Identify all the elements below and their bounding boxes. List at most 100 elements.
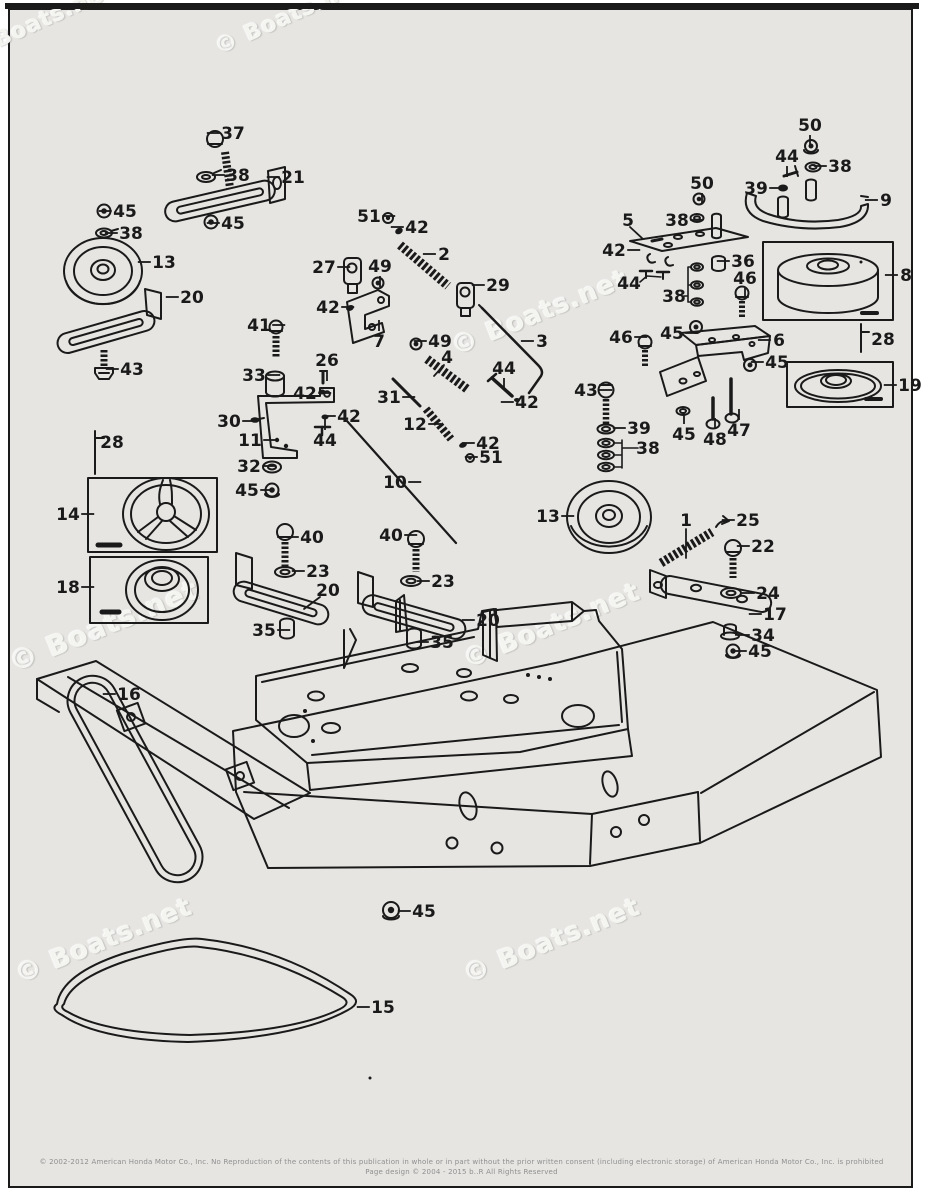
nut-50-a	[803, 139, 819, 155]
callout-38: 38	[828, 157, 852, 177]
callout-38: 38	[636, 439, 660, 459]
rod-31	[391, 377, 422, 408]
collar-35-right	[406, 627, 422, 650]
bushing-33	[265, 370, 285, 398]
callout-10: 10	[383, 473, 407, 493]
belt-keeper-9	[744, 178, 870, 230]
copyright-line-1: © 2002-2012 American Honda Motor Co., In…	[39, 1158, 884, 1166]
clips-42	[646, 253, 674, 267]
callout-48: 48	[703, 430, 727, 450]
washer-39-b	[596, 423, 616, 435]
callout-49: 49	[428, 332, 452, 352]
callout-39: 39	[744, 179, 768, 199]
joint-27	[343, 257, 362, 294]
callout-30: 30	[217, 412, 241, 432]
pin-42-a	[395, 227, 403, 235]
callout-44: 44	[313, 431, 337, 451]
rod-3	[478, 304, 544, 395]
nut-49-a	[371, 276, 385, 290]
callout-50: 50	[798, 116, 822, 136]
callout-45: 45	[412, 902, 436, 922]
callout-42: 42	[515, 393, 539, 413]
nut-51-b	[465, 453, 475, 463]
callout-21: 21	[281, 168, 305, 188]
washer-32	[262, 460, 282, 474]
copyright-footer: © 2002-2012 American Honda Motor Co., In…	[10, 1157, 913, 1177]
callout-13: 13	[152, 253, 176, 273]
callout-45: 45	[660, 324, 684, 344]
callout-34: 34	[751, 626, 775, 646]
bolt-37	[206, 130, 234, 189]
callout-38: 38	[226, 166, 250, 186]
callout-36: 36	[731, 252, 755, 272]
callout-45: 45	[748, 642, 772, 662]
callout-7: 7	[373, 332, 385, 352]
callout-42: 42	[337, 407, 361, 427]
callout-24: 24	[756, 584, 780, 604]
bolt-40-left	[276, 523, 294, 567]
callout-44: 44	[775, 147, 799, 167]
callout-51: 51	[357, 207, 381, 227]
plate-5	[629, 212, 749, 252]
bolt-47	[724, 377, 740, 424]
washer-stack-38-e	[597, 437, 639, 473]
bolt-48	[705, 396, 721, 430]
callout-45: 45	[672, 425, 696, 445]
callout-35: 35	[252, 621, 276, 641]
ref-tick-28-left	[94, 430, 105, 475]
pins-44-d	[638, 269, 671, 283]
speck	[368, 1076, 372, 1080]
joint-29	[456, 282, 475, 317]
bracket-20-topleft	[56, 288, 162, 355]
callout-20: 20	[316, 581, 340, 601]
callout-44: 44	[492, 359, 516, 379]
bolt-40-right	[407, 530, 425, 572]
pin-39-a	[778, 184, 788, 192]
nut-45-a	[203, 214, 219, 230]
belt-16	[66, 674, 204, 884]
callout-35: 35	[430, 633, 454, 653]
callout-42: 42	[293, 384, 317, 404]
pulley-13-right	[566, 480, 652, 554]
hook-25	[715, 515, 730, 528]
washer-38-b	[804, 161, 822, 173]
nut-45-e	[743, 358, 757, 372]
callout-41: 41	[247, 316, 271, 336]
callout-49: 49	[368, 257, 392, 277]
callout-20: 20	[180, 288, 204, 308]
pulley-box-19	[786, 361, 894, 408]
callout-20: 20	[476, 611, 500, 631]
callout-23: 23	[306, 562, 330, 582]
bolt-43-left	[94, 350, 114, 380]
collar-35-left	[279, 617, 295, 640]
callout-31: 31	[377, 388, 401, 408]
callout-46: 46	[609, 328, 633, 348]
callout-43: 43	[574, 381, 598, 401]
washer-45-f	[675, 406, 691, 416]
callout-45: 45	[765, 353, 789, 373]
callout-47: 47	[727, 421, 751, 441]
callout-11: 11	[238, 431, 262, 451]
callout-16: 16	[117, 685, 141, 705]
callout-15: 15	[371, 998, 395, 1018]
pin-44-b	[313, 425, 332, 437]
bracket-20-center-left	[232, 552, 330, 626]
nut-45-bottom	[382, 901, 400, 921]
spring-2	[397, 241, 451, 290]
nut-50-b	[692, 192, 706, 206]
callout-9: 9	[880, 191, 892, 211]
callout-28: 28	[100, 433, 124, 453]
bolt-41	[268, 319, 284, 357]
bolt-43-right	[597, 381, 615, 424]
callout-42: 42	[316, 298, 340, 318]
callout-8: 8	[900, 266, 912, 286]
callout-50: 50	[690, 174, 714, 194]
scan-border-top	[5, 3, 919, 9]
bracket-11	[257, 387, 335, 459]
pulley-13-left	[63, 237, 143, 306]
callout-6: 6	[773, 331, 785, 351]
callout-38: 38	[662, 287, 686, 307]
callout-28: 28	[871, 330, 895, 350]
callout-37: 37	[221, 124, 245, 144]
